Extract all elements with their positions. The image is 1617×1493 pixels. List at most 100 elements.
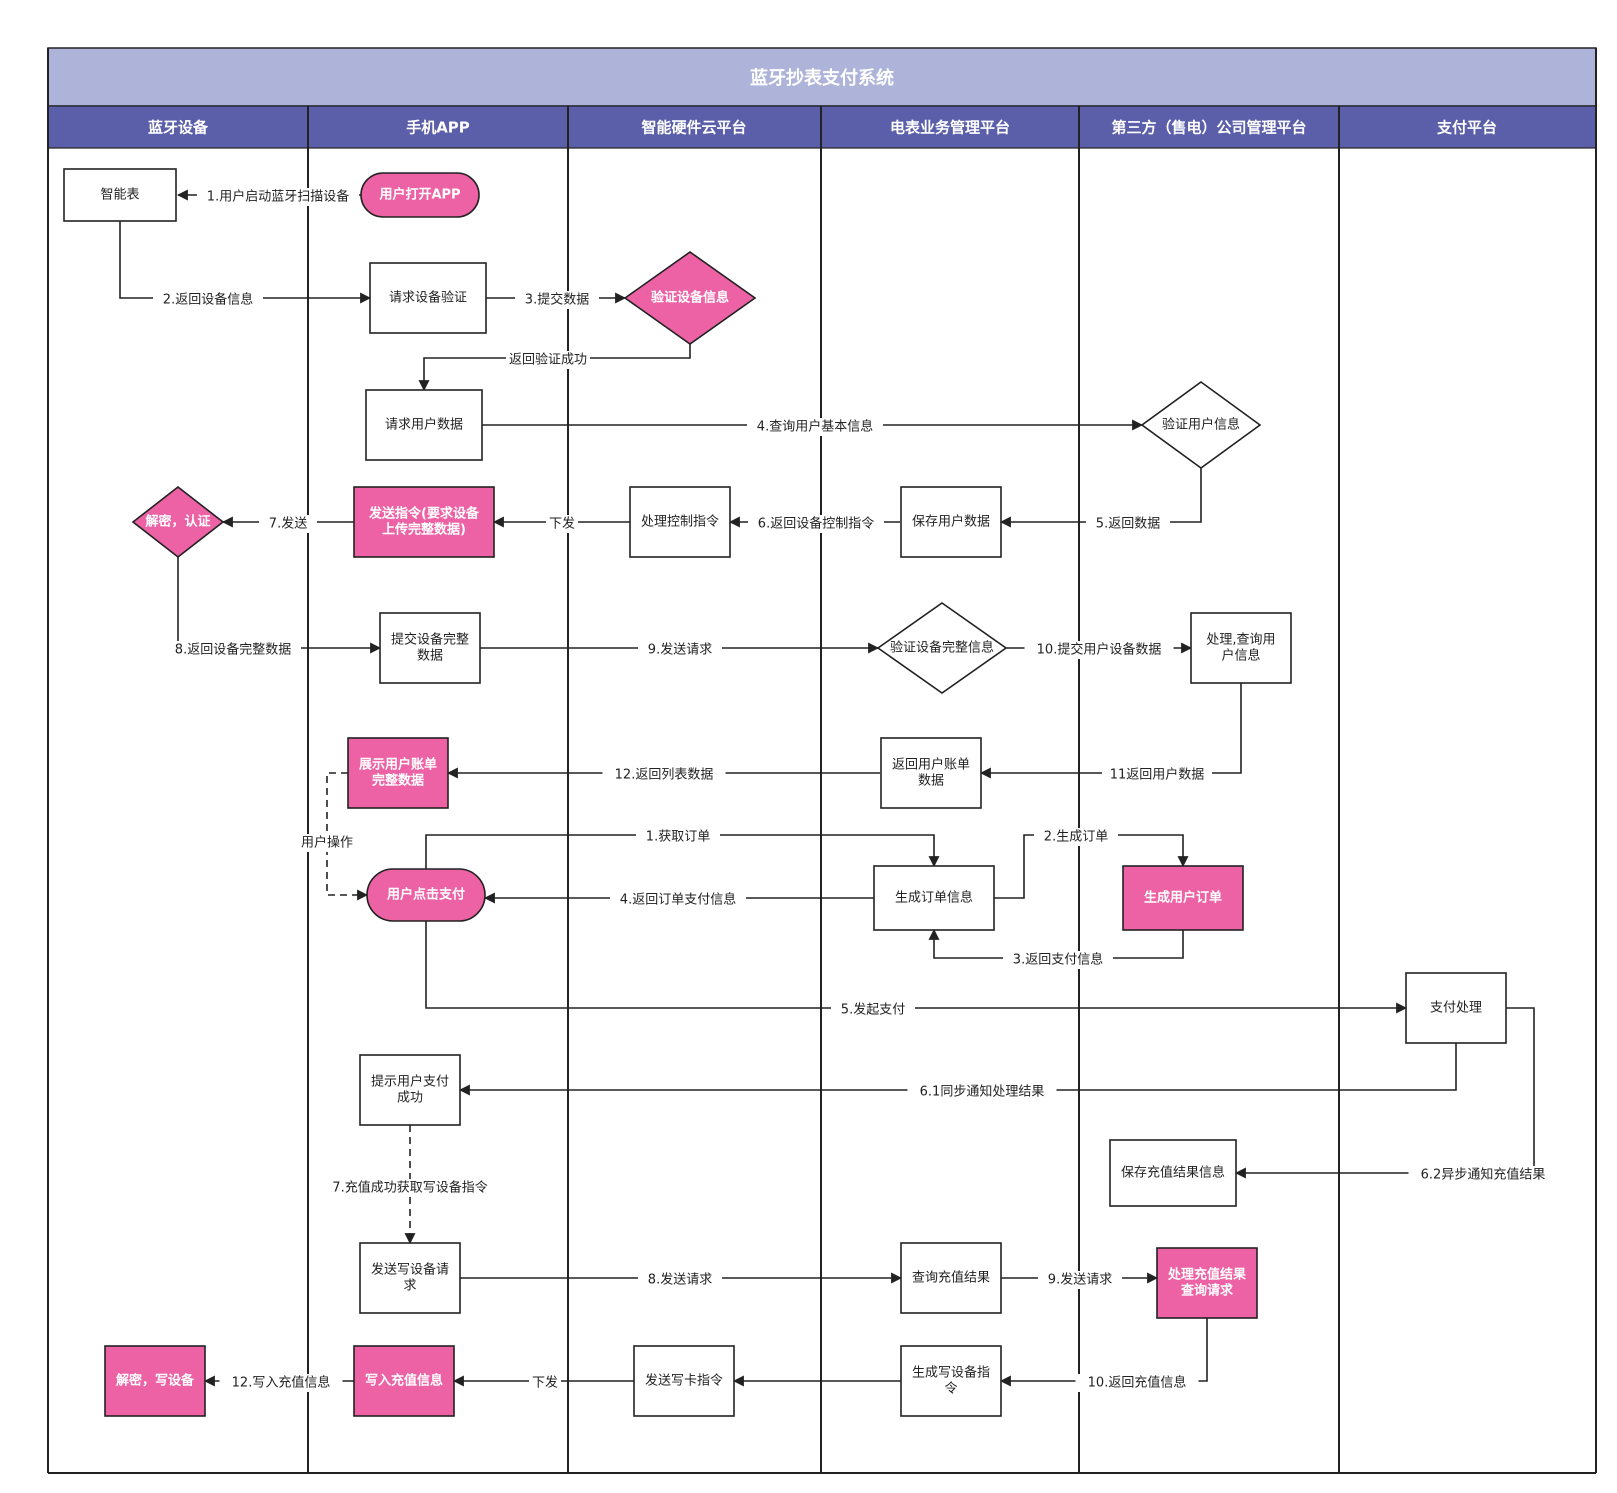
edge-e11 (979, 683, 1242, 779)
edge-label-bg (747, 418, 883, 436)
node-label: 求 (403, 1279, 416, 1294)
node-label: 处理控制指令 (641, 515, 719, 530)
edge-label-bg (165, 641, 301, 659)
node-write-recharge: 写入充值信息 (353, 1345, 455, 1417)
node-label: 查询请求 (1180, 1283, 1234, 1299)
node-box (873, 865, 995, 931)
edge-label-e-down2: 下发 (532, 1375, 558, 1391)
node-label: 发送写设备请 (371, 1262, 449, 1278)
node-label: 完整数据 (372, 773, 424, 789)
edge-label-bg (153, 291, 263, 309)
node-label: 户信息 (1221, 648, 1260, 664)
node-decrypt-auth: 解密，认证 (131, 485, 225, 559)
lane-dividers (47, 48, 1597, 1474)
node-box (379, 612, 481, 684)
edge-layer (119, 189, 1535, 1387)
node-label: 用户打开APP (378, 187, 460, 203)
lane-headers: 蓝牙设备 手机APP 智能硬件云平台 电表业务管理平台 第三方（售电）公司管理平… (47, 105, 1597, 149)
node-label: 写入充值信息 (365, 1373, 443, 1389)
edge-label-e1: 1.用户启动蓝牙扫描设备 (207, 189, 349, 205)
edge-label-p3: 3.返回支付信息 (1013, 952, 1103, 968)
edge-label-p10: 10.返回充值信息 (1088, 1375, 1187, 1391)
edge-label-bg (748, 515, 884, 533)
node-query-recharge: 查询充值结果 (900, 1242, 1002, 1314)
edge-label-e6: 6.返回设备控制指令 (758, 516, 874, 532)
lane-header-meter-mgmt (820, 105, 1080, 149)
node-label: 提交设备完整 (391, 632, 469, 648)
lane-label-third-party: 第三方（售电）公司管理平台 (1111, 119, 1306, 137)
edge-label-e8: 8.返回设备完整数据 (175, 642, 291, 658)
node-label: 上传完整数据) (382, 522, 466, 538)
edge-p62 (1234, 1007, 1535, 1179)
edge-e-op (326, 772, 369, 901)
node-gen-user-order: 生成用户订单 (1122, 865, 1244, 931)
edge-label-p2: 2.生成订单 (1044, 830, 1108, 845)
edge-e5 (999, 468, 1202, 528)
node-label: 解密，认证 (144, 514, 210, 530)
node-label: 请求用户数据 (385, 417, 463, 433)
node-smart-meter: 智能表 (63, 168, 177, 222)
node-label: 生成用户订单 (1144, 890, 1222, 906)
node-save-recharge: 保存充值结果信息 (1109, 1139, 1237, 1207)
node-decision (131, 485, 225, 559)
edge-label-p62: 6.2异步通知充值结果 (1421, 1167, 1546, 1183)
node-decision (876, 602, 1008, 694)
node-box (900, 486, 1002, 558)
node-label: 生成订单信息 (895, 890, 973, 906)
edge-label-bg (602, 766, 726, 784)
edge-label-p5: 5.发起支付 (841, 1002, 905, 1018)
node-box (359, 1054, 461, 1126)
node-click-pay: 用户点击支付 (366, 868, 486, 922)
node-label: 数据 (417, 649, 443, 664)
edge-label-bg (322, 1179, 498, 1197)
node-label: 解密，写设备 (115, 1373, 195, 1389)
node-verify-user: 验证用户信息 (1140, 381, 1262, 469)
node-label: 发送写卡指令 (645, 1373, 723, 1389)
edge-p2 (994, 834, 1189, 899)
node-box (900, 1345, 1002, 1417)
node-label: 生成写设备指 (912, 1365, 990, 1381)
edge-p10 (999, 1318, 1208, 1387)
edge-label-e-down1: 下发 (549, 516, 575, 532)
edge-label-e9: 9.发送请求 (648, 642, 712, 658)
edge-label-bg (1075, 1374, 1199, 1392)
edge-label-e5: 5.返回数据 (1096, 517, 1160, 532)
edge-label-p1: 1.获取订单 (646, 830, 710, 845)
node-box (63, 168, 177, 222)
node-label: 保存充值结果信息 (1121, 1165, 1225, 1181)
edge-label-e11: 11返回用户数据 (1110, 767, 1205, 783)
node-save-user-data: 保存用户数据 (900, 486, 1002, 558)
lane-header-payment (1338, 105, 1597, 149)
node-process-ctrl: 处理控制指令 (629, 486, 731, 558)
node-box (1190, 612, 1292, 684)
node-label: 验证设备信息 (651, 290, 729, 306)
edge-label-bg (638, 641, 722, 659)
edge-label-bg (907, 1083, 1057, 1101)
edge-label-bg (259, 515, 317, 533)
edge-label-bg (1034, 828, 1118, 846)
edge-label-bg (1086, 515, 1170, 533)
edge-label-bg (529, 1374, 561, 1392)
node-label: 查询充值结果 (912, 1270, 990, 1286)
edge-label-e-ok: 返回验证成功 (509, 352, 587, 368)
edge-label-e7: 7.发送 (269, 516, 307, 532)
edge-label-e12: 12.返回列表数据 (615, 768, 714, 783)
node-terminal (366, 868, 486, 922)
node-layer: 智能表用户打开APP请求设备验证验证设备信息请求用户数据验证用户信息解密，认证发… (63, 168, 1507, 1417)
edge-label-bg (546, 515, 578, 533)
node-box (365, 389, 483, 461)
edge-label-e-op: 用户操作 (301, 835, 353, 851)
node-label: 返回用户账单 (892, 757, 970, 773)
edge-label-e3: 3.提交数据 (525, 292, 589, 308)
edge-label-bg (636, 828, 720, 846)
edge-e2 (119, 221, 372, 304)
